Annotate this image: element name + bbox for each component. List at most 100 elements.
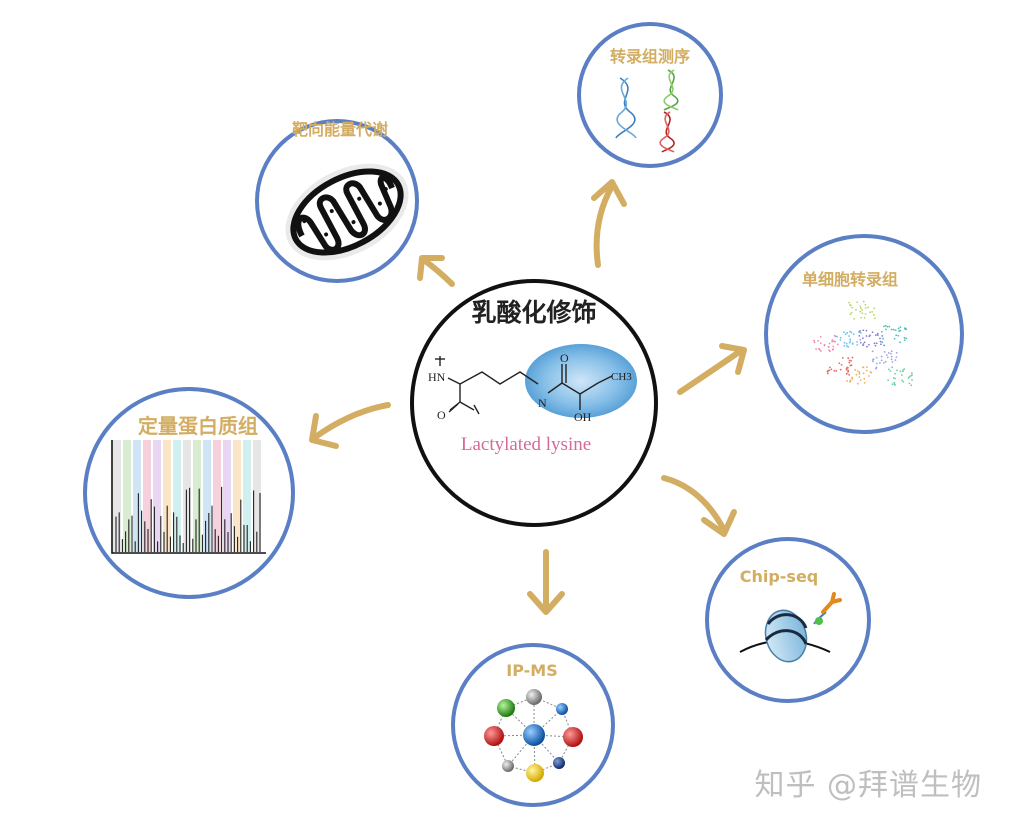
umap-point xyxy=(871,350,874,353)
umap-point xyxy=(831,339,834,341)
umap-point xyxy=(891,360,894,363)
umap-point xyxy=(866,366,868,369)
umap-point xyxy=(871,310,874,313)
umap-point xyxy=(901,369,904,372)
umap-point xyxy=(861,309,863,312)
umap-point xyxy=(848,335,851,337)
umap-point xyxy=(855,308,857,311)
umap-point xyxy=(895,356,898,359)
umap-point xyxy=(832,345,835,348)
umap-point xyxy=(849,330,851,333)
umap-point xyxy=(849,303,851,306)
umap-point xyxy=(910,384,913,387)
umap-point xyxy=(881,334,884,337)
umap-point xyxy=(848,359,851,362)
arrow-to-single-cell xyxy=(677,343,747,395)
umap-point xyxy=(895,351,898,354)
umap-point xyxy=(856,382,859,385)
umap-point xyxy=(894,372,897,375)
umap-point xyxy=(843,344,846,347)
umap-point xyxy=(850,311,853,314)
umap-point xyxy=(828,366,831,369)
umap-point xyxy=(839,336,842,339)
umap-point xyxy=(855,373,858,376)
spectrum-band xyxy=(163,440,171,552)
umap-point xyxy=(851,376,853,379)
umap-point xyxy=(859,305,862,308)
umap-point xyxy=(836,335,838,338)
nucleosome-antibody-icon xyxy=(739,592,842,663)
umap-point xyxy=(850,359,853,362)
umap-point xyxy=(859,341,862,344)
umap-point xyxy=(899,370,902,373)
arrow-to-metabolism xyxy=(417,255,455,287)
umap-point xyxy=(828,342,831,345)
umap-point xyxy=(841,356,844,359)
spectrum-band xyxy=(133,440,141,552)
umap-point xyxy=(856,341,859,343)
umap-point xyxy=(846,331,849,334)
umap-point xyxy=(862,329,865,332)
umap-point xyxy=(863,377,866,380)
umap-point xyxy=(904,328,907,330)
atom-ch3: CH3 xyxy=(611,371,632,383)
umap-point xyxy=(813,341,816,344)
arrow-to-transcriptome xyxy=(591,179,627,268)
mitochondrion-icon xyxy=(285,163,409,261)
umap-point xyxy=(859,316,862,319)
umap-point xyxy=(887,379,889,382)
atom-o-carbonyl: O xyxy=(437,408,446,422)
umap-point xyxy=(888,325,891,328)
umap-point xyxy=(838,362,841,365)
umap-point xyxy=(894,329,897,332)
umap-point xyxy=(874,344,877,347)
umap-point xyxy=(840,363,843,366)
umap-point xyxy=(864,307,867,309)
umap-point xyxy=(863,316,866,319)
umap-point xyxy=(859,331,862,334)
umap-point xyxy=(873,317,876,320)
umap-point xyxy=(902,380,905,383)
lactyl-lysine-structure xyxy=(435,356,613,415)
node-metabolism: 靶向能量代谢 xyxy=(255,119,419,283)
umap-point xyxy=(903,336,906,339)
umap-point xyxy=(876,332,879,335)
umap-point xyxy=(830,368,833,371)
umap-point xyxy=(832,340,835,342)
umap-point xyxy=(856,343,859,346)
umap-point xyxy=(874,334,877,336)
umap-point xyxy=(903,339,906,342)
umap-point xyxy=(885,328,887,331)
umap-point xyxy=(883,351,886,353)
umap-point xyxy=(891,366,894,369)
umap-point xyxy=(884,324,887,327)
spectrum-axis xyxy=(111,440,266,554)
spectrum-band xyxy=(203,440,211,552)
umap-point xyxy=(813,339,815,342)
node-proteome: 定量蛋白质组 xyxy=(83,387,295,599)
umap-point xyxy=(873,307,876,310)
umap-point xyxy=(819,335,822,338)
umap-point xyxy=(894,359,897,362)
umap-point xyxy=(846,380,849,382)
umap-point xyxy=(894,377,896,380)
node-title: Chip-seq xyxy=(740,567,819,586)
umap-point xyxy=(861,337,864,340)
umap-point xyxy=(875,342,878,345)
node-title: 靶向能量代谢 xyxy=(292,120,388,139)
umap-point xyxy=(908,382,911,385)
arrow-to-chipseq xyxy=(661,475,737,537)
umap-point xyxy=(895,334,898,337)
umap-point xyxy=(835,370,838,372)
umap-point xyxy=(854,369,856,371)
arrow-to-ipms xyxy=(527,549,565,615)
arrows xyxy=(309,179,747,615)
umap-point xyxy=(845,372,848,375)
umap-point xyxy=(869,370,872,373)
molecular-network-icon xyxy=(484,689,583,782)
umap-point xyxy=(868,375,870,377)
umap-point xyxy=(862,343,865,345)
umap-point xyxy=(905,337,908,340)
lactyl-group-highlight xyxy=(525,344,637,418)
umap-point xyxy=(875,362,878,365)
